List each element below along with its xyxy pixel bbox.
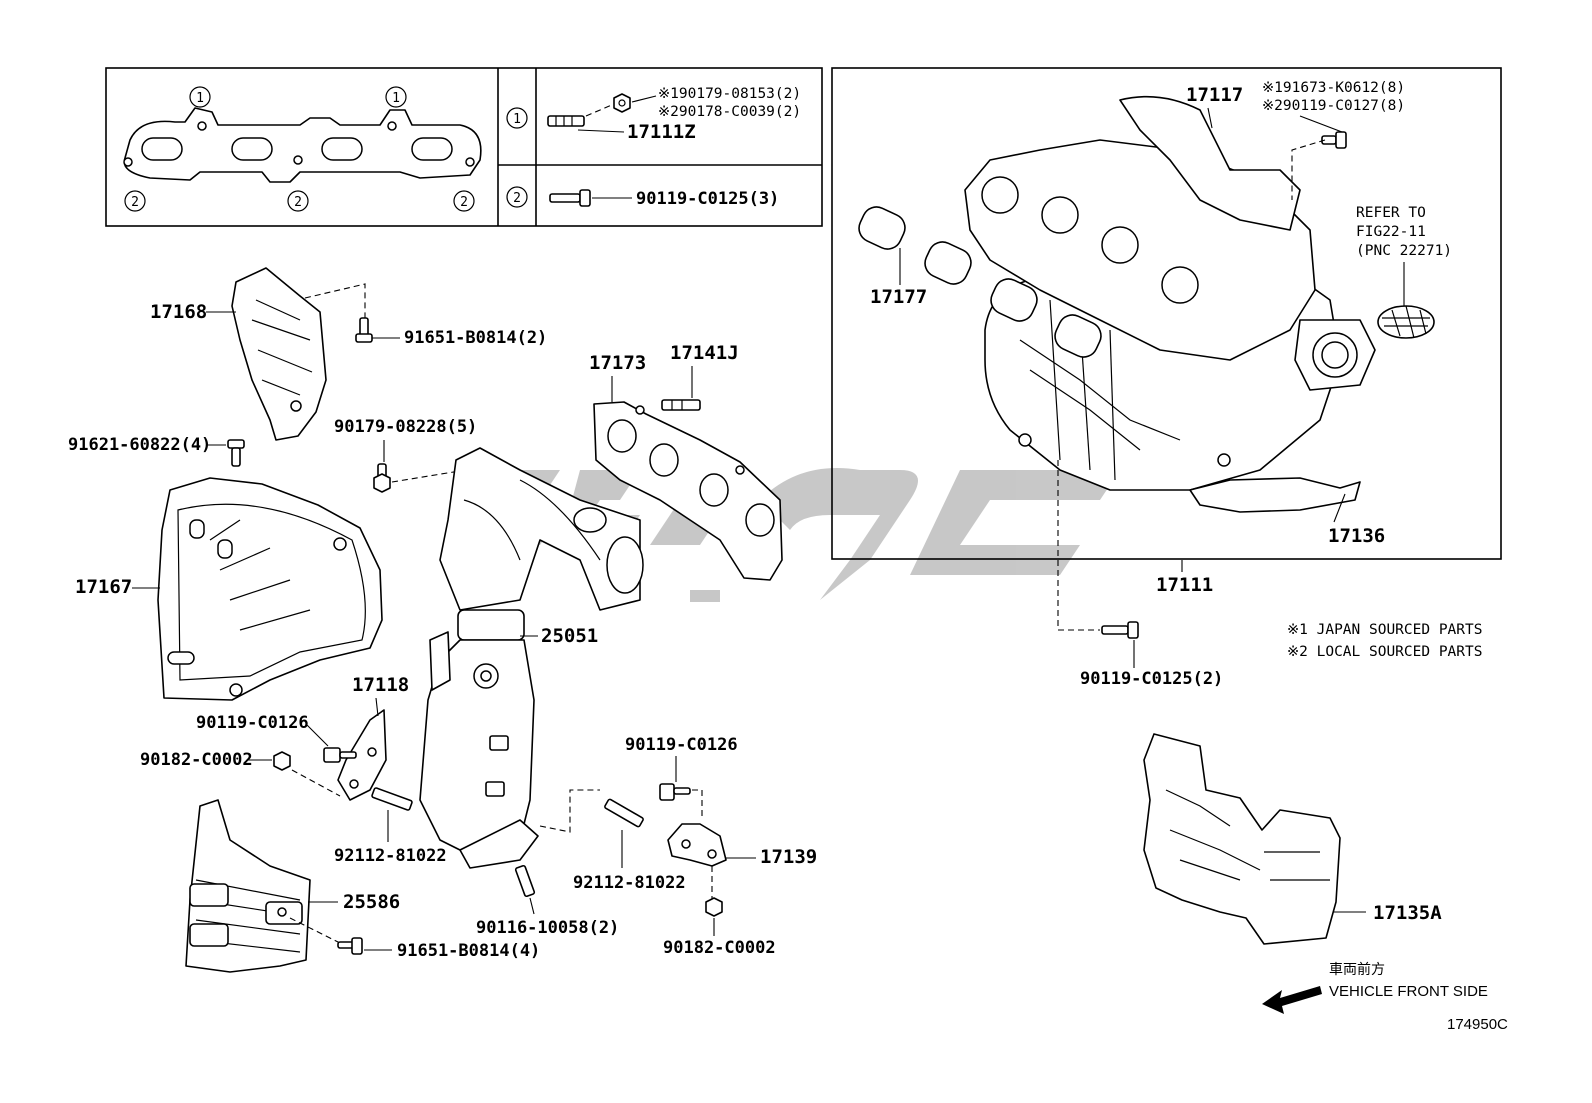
callout-2-left: 2 [124,190,146,212]
label-90119-c0125-3: 90119-C0125(3) [636,189,779,209]
label-17118: 17118 [352,674,409,696]
label-90119-c0126-left: 90119-C0126 [196,713,309,733]
callout-2-right: 2 [453,190,475,212]
svg-text:1: 1 [513,112,521,127]
callout-1-left: 1 [189,86,211,108]
label-17111: 17111 [1156,574,1213,596]
heat-shield-17136-shape [1189,477,1361,513]
insulator-17135a-shape [1143,733,1341,945]
legend-japan: ※1 JAPAN SOURCED PARTS [1287,622,1482,638]
label-91621: 91621-60822(4) [68,435,211,455]
callout-1-right: 1 [385,86,407,108]
bolt-91651-icon-upper [355,317,373,343]
heat-insulator-17168-shape [231,267,327,441]
refer-line-1: REFER TO [1356,205,1426,221]
svg-text:2: 2 [513,191,521,206]
svg-text:2: 2 [460,195,468,210]
callout-2-mid: 2 [287,190,309,212]
label-17168: 17168 [150,301,207,323]
label-17167: 17167 [75,576,132,598]
note-190179: ※190179-08153(2) [658,86,801,102]
stud-90116-icon [514,864,536,898]
direction-jp: 車両前方 [1329,961,1385,977]
direction-en: VEHICLE FRONT SIDE [1329,983,1488,1000]
row2-callout-2: 2 [506,186,528,208]
refer-line-2: FIG22-11 [1356,224,1426,240]
note-290119: ※290119-C0127(8) [1262,98,1405,114]
row1-callout-1: 1 [506,107,528,129]
intake-manifold-shape [964,95,1376,491]
label-17177: 17177 [870,286,927,308]
label-25586: 25586 [343,891,400,913]
intake-manifold-box: 17117 ※191673-K0612(8) ※290119-C0127(8) … [831,67,1502,560]
label-17135a: 17135A [1373,902,1442,924]
arrow-left-icon [1262,986,1322,1014]
label-91651-b0814-2: 91651-B0814(2) [404,328,547,348]
bolt-icon [549,189,591,207]
svg-text:1: 1 [392,91,400,106]
bracket-17139-shape [667,823,727,867]
heat-insulator-25586-shape [185,799,311,973]
svg-text:2: 2 [131,195,139,210]
bolt-90119-c0125-icon [1101,621,1139,639]
label-90116: 90116-10058(2) [476,918,619,938]
label-17173: 17173 [589,352,646,374]
exhaust-manifold-25051-shape [419,447,644,869]
label-17139: 17139 [760,846,817,868]
nut-90182-left-icon [273,751,291,771]
label-90182-right: 90182-C0002 [663,938,776,958]
figure-id: 174950C [1447,1016,1508,1033]
label-25051: 25051 [541,625,598,647]
label-91651-b0814-4: 91651-B0814(4) [397,941,540,961]
bolt-intake-top-icon [1321,131,1347,149]
gasket-17111z-shape [123,107,482,183]
bolt-90119-c0126-left-icon [323,747,357,763]
label-92112-right: 92112-81022 [573,873,686,893]
bracket-17118-shape [337,709,387,801]
nut-90179-icon [373,463,391,493]
bolt-91651-lower-icon [337,937,363,955]
svg-text:1: 1 [196,91,204,106]
label-17136: 17136 [1328,525,1385,547]
note-191673: ※191673-K0612(8) [1262,80,1405,96]
label-90179: 90179-08228(5) [334,417,477,437]
label-90119-c0125-2: 90119-C0125(2) [1080,669,1223,689]
gasket-detail-box: 1 1 2 2 2 1 2 17111Z ※190179-08153(2) ※2… [105,67,823,227]
label-17141j: 17141J [670,342,739,364]
stud-bolt-icon [547,115,585,127]
bolt-90119-c0126-right-icon [659,783,691,801]
gasket-22271-shape [1377,305,1435,339]
refer-line-3: (PNC 22271) [1356,243,1452,259]
svg-text:2: 2 [294,195,302,210]
nut-icon [613,93,631,113]
label-90182-left: 90182-C0002 [140,750,253,770]
stud-17141j-icon [661,399,701,411]
note-290178: ※290178-C0039(2) [658,104,801,120]
gasket-17177-shape [858,206,1102,358]
stud-92112-left-icon [371,787,413,811]
label-17111z: 17111Z [627,121,696,143]
nut-90182-right-icon [705,897,723,917]
bolt-91621-icon [227,439,245,467]
label-92112-left: 92112-81022 [334,846,447,866]
heat-insulator-17167-shape [157,477,383,701]
label-17117: 17117 [1186,84,1243,106]
label-90119-c0126-right: 90119-C0126 [625,735,738,755]
gasket-17173-shape [593,401,783,581]
legend-local: ※2 LOCAL SOURCED PARTS [1287,644,1482,660]
stud-92112-right-icon [604,798,644,828]
